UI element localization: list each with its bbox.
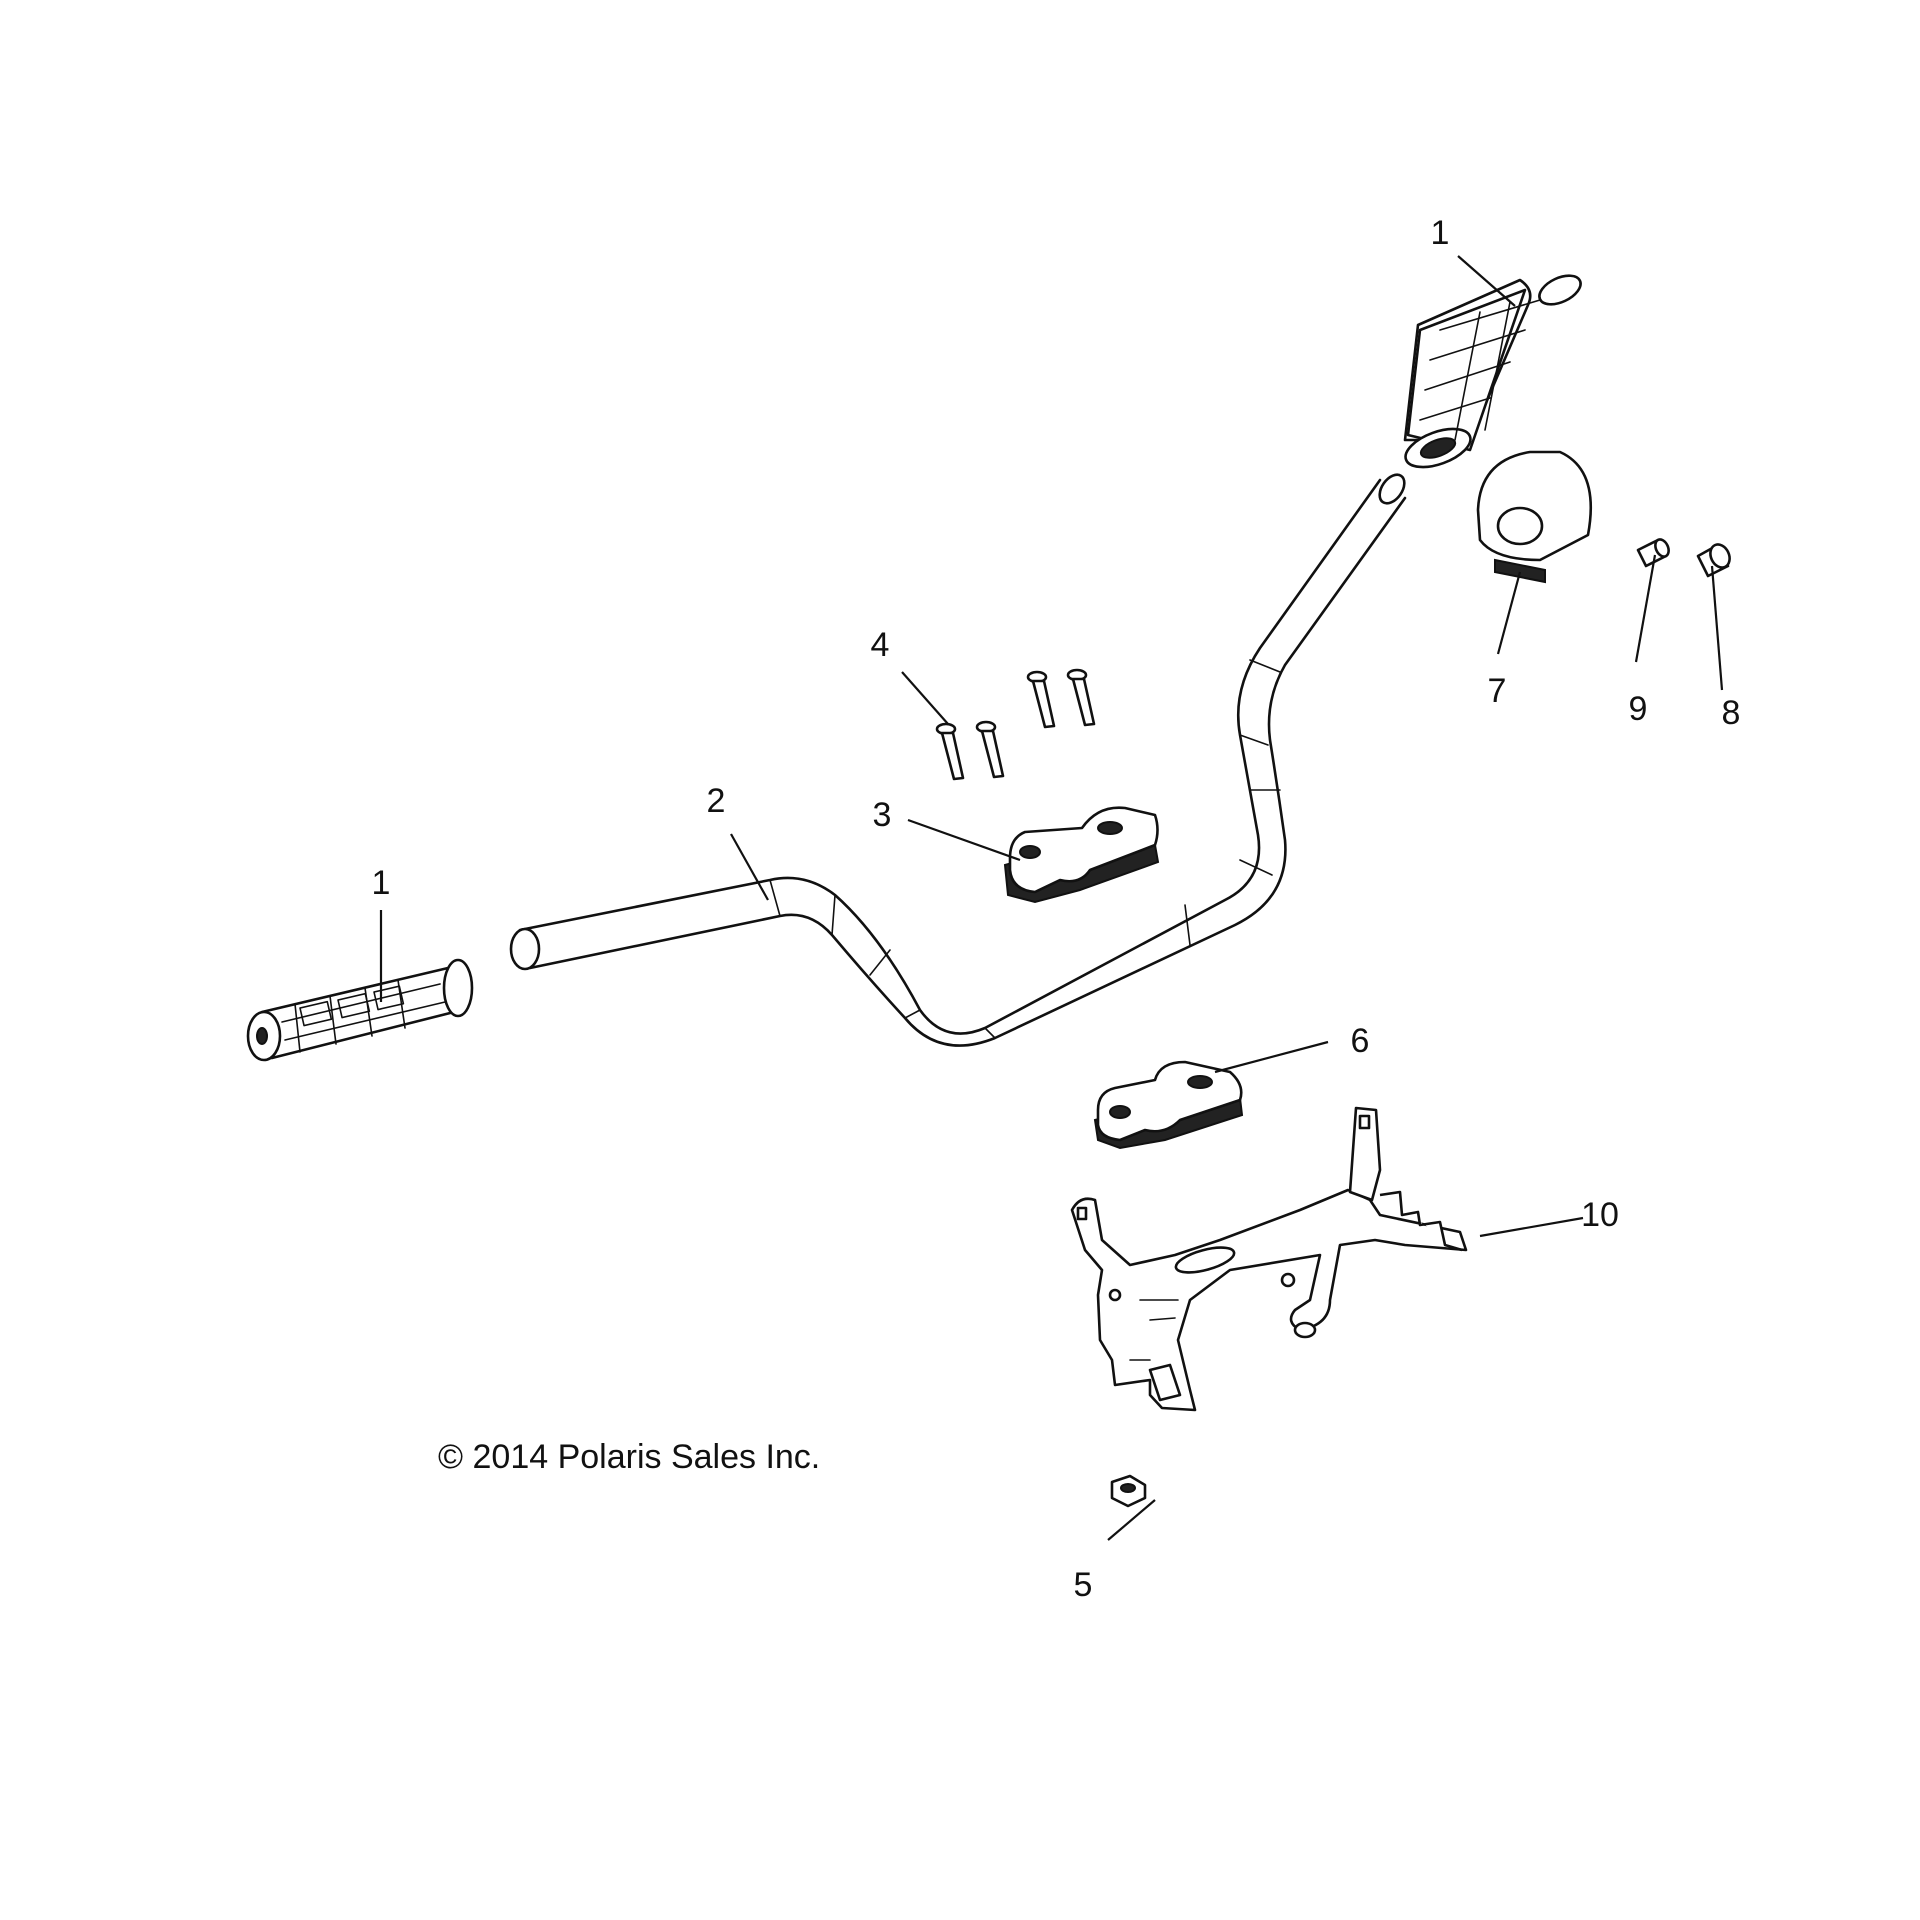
callout-labels: 1 1 2 3 4 6 7 9 8 10 5 <box>372 214 1741 1604</box>
leader-lines <box>379 255 1724 1541</box>
callout-plug: 8 <box>1722 694 1741 732</box>
pad <box>1476 450 1592 584</box>
callout-handlebar: 2 <box>707 782 726 820</box>
leader-bolts <box>901 671 949 725</box>
grip-right <box>1403 274 1582 469</box>
bolts <box>935 668 1096 781</box>
callout-bolts: 4 <box>871 626 890 664</box>
callout-lower-clamp: 6 <box>1351 1022 1370 1060</box>
insert <box>1636 538 1670 568</box>
leader-bracket <box>1479 1216 1584 1238</box>
leader-plug <box>1710 565 1724 691</box>
leader-pad <box>1496 571 1522 655</box>
leader-lower-clamp <box>1214 1040 1329 1074</box>
handlebar <box>509 473 1407 1047</box>
lower-clamp <box>1093 1060 1244 1150</box>
nut <box>1110 1474 1147 1508</box>
grip-left <box>246 958 474 1062</box>
callout-grip-left: 1 <box>372 864 391 902</box>
callout-pad: 7 <box>1488 672 1507 710</box>
callout-insert: 9 <box>1629 690 1648 728</box>
leader-insert <box>1634 554 1657 663</box>
callout-grip-right: 1 <box>1431 214 1450 252</box>
leader-grip-right <box>1457 255 1516 307</box>
callout-bracket: 10 <box>1581 1196 1619 1234</box>
callout-upper-clamp: 3 <box>873 796 892 834</box>
plug <box>1696 543 1731 578</box>
leader-upper-clamp <box>907 818 1021 862</box>
leader-nut <box>1107 1499 1156 1541</box>
leader-handlebar <box>730 833 769 901</box>
callout-nut: 5 <box>1074 1566 1093 1604</box>
upper-clamp <box>1003 806 1160 904</box>
bracket <box>1070 1106 1468 1412</box>
copyright-text: © 2014 Polaris Sales Inc. <box>438 1438 820 1476</box>
